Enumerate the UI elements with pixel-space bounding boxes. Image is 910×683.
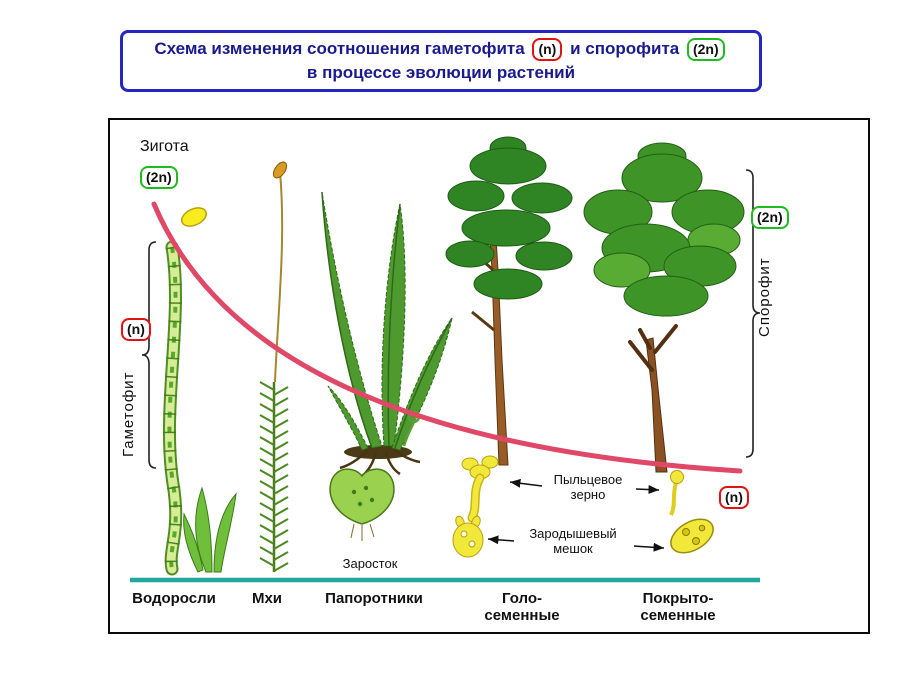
title-text-1: Схема изменения соотношения гаметофита xyxy=(154,38,525,58)
pine-illustration xyxy=(445,136,573,466)
angiosperm-tree-illustration xyxy=(583,142,745,473)
pollen-grain-label: Пыльцевое зерно xyxy=(553,472,623,502)
category-ferns: Папоротники xyxy=(325,590,423,607)
category-gymnosperms: Голо- семенные xyxy=(484,590,560,624)
embryo-sac-label: Зародышевый мешок xyxy=(529,526,617,556)
angiosperm-embryo-sac-illustration xyxy=(670,518,714,554)
title-box: Схема изменения соотношения гаметофита (… xyxy=(120,30,762,92)
gametophyte-axis-label: Гаметофит xyxy=(120,371,137,457)
pollen-n-badge: (n) xyxy=(719,486,749,509)
sporophyte-bracket xyxy=(745,169,761,458)
angiosperm-pollen-illustration xyxy=(669,470,684,516)
algae-illustration xyxy=(162,240,237,576)
diagram-art xyxy=(130,136,761,583)
title-line-1: Схема изменения соотношения гаметофита (… xyxy=(123,37,759,61)
decline-curve xyxy=(151,201,743,474)
zygote-label: Зигота xyxy=(140,138,189,155)
title-2n-badge: (2n) xyxy=(686,38,725,61)
category-angiosperms: Покрыто- семенные xyxy=(640,590,716,624)
sporophyte-axis-label: Спорофит xyxy=(756,257,773,337)
gametophyte-n-badge: (n) xyxy=(121,318,151,341)
zygote-2n-badge: (2n) xyxy=(140,166,178,189)
category-mosses: Мхи xyxy=(251,590,283,607)
sporophyte-2n-badge: (2n) xyxy=(751,206,789,229)
moss-illustration xyxy=(259,161,289,572)
gametophyte-bracket xyxy=(141,241,157,469)
category-algae: Водоросли xyxy=(132,590,216,607)
fern-illustration xyxy=(321,191,453,477)
gymnosperm-pollen-illustration xyxy=(461,455,499,523)
title-n-badge: (n) xyxy=(532,38,563,61)
prothallium-illustration xyxy=(329,468,395,541)
title-text-2: и спорофита xyxy=(570,38,680,58)
title-line-2: в процессе эволюции растений xyxy=(306,63,576,82)
evolution-diagram: Зигота (2n) (n) Гаметофит (2n) Спорофит … xyxy=(108,118,870,634)
annotation-arrows xyxy=(487,478,665,552)
gymnosperm-embryo-sac-illustration xyxy=(452,515,484,558)
zygote-cell xyxy=(180,207,208,227)
prothallium-label: Заросток xyxy=(342,556,398,571)
